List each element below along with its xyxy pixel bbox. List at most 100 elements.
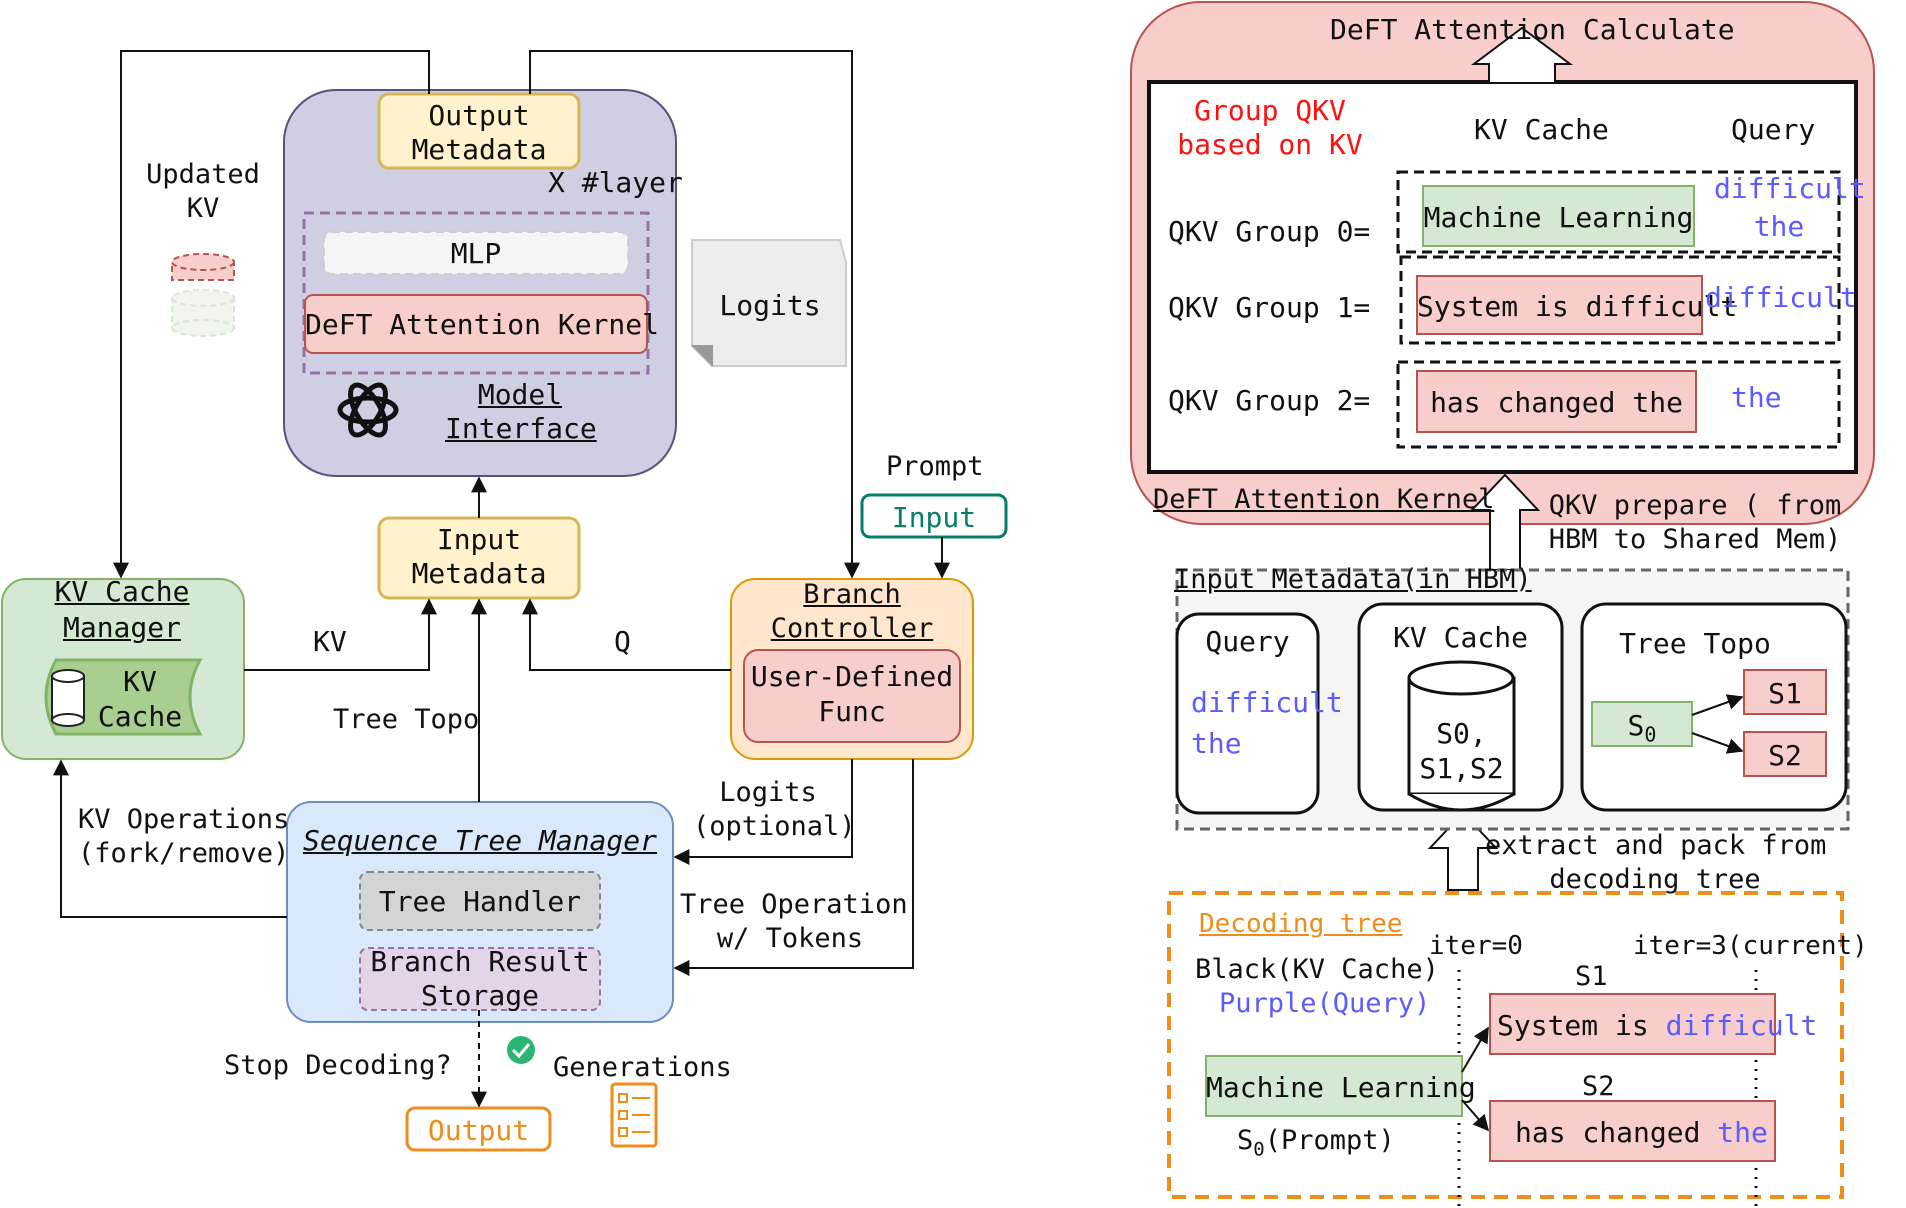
- topo-root-box: [1591, 701, 1693, 747]
- output-metadata-label: Output Metadata: [411, 99, 547, 166]
- group2-label: QKV Group 2=: [1168, 384, 1371, 417]
- tree-handler-label: Tree Handler: [378, 885, 582, 918]
- topo-s1-box: [1743, 669, 1827, 715]
- kv-cache-header: KV Cache: [1474, 113, 1609, 146]
- layer-count-label: X #layer: [548, 166, 683, 199]
- kv-operations-label: KV Operations (fork/remove): [78, 804, 290, 869]
- logits-doc-label: Logits: [719, 289, 821, 322]
- extract-pack-label: extract and pack from decoding tree: [1485, 830, 1827, 895]
- decoding-edges: [1461, 1026, 1490, 1132]
- group0-query-text: difficult the: [1714, 172, 1866, 243]
- model-interface-box: [283, 89, 677, 477]
- deft-kernel-box: [304, 294, 648, 354]
- group0-kv-box: [1422, 185, 1695, 247]
- updated-kv-label: Updated KV: [146, 159, 260, 224]
- topo-s2-label: S2: [1768, 739, 1802, 772]
- left-edges: [53, 50, 950, 1108]
- generations-label: Generations: [553, 1052, 732, 1083]
- query-card-title: Query: [1205, 625, 1290, 658]
- topo-s2-box: [1743, 731, 1827, 777]
- kv-cache-label: KV Cache: [97, 665, 183, 733]
- topo-edges: [1691, 694, 1744, 754]
- prompt-label: Prompt: [886, 451, 984, 482]
- s1-label: S1: [1575, 961, 1608, 992]
- tree-operation-label: Tree Operation w/ Tokens: [680, 889, 908, 954]
- decoding-tree-box: [1167, 891, 1844, 1199]
- kv-card-values: S0, S1,S2: [1419, 717, 1504, 785]
- database-icon: [51, 669, 85, 727]
- group0-kv-text: Machine Learning: [1423, 201, 1694, 234]
- purple-query-label: Purple(Query): [1219, 988, 1431, 1019]
- deft-kernel-label: DeFT Attention Kernel: [305, 308, 660, 341]
- tree-topo-edge-label: Tree Topo: [333, 704, 480, 735]
- output-button[interactable]: Output: [427, 1114, 530, 1147]
- tree-handler-box: [359, 871, 601, 931]
- q-edge-label: Q: [614, 625, 631, 658]
- mlp-label: MLP: [450, 237, 502, 270]
- kv-edge-label: KV: [313, 625, 347, 658]
- group2-kv-box: [1416, 370, 1697, 433]
- root-node-box: [1205, 1055, 1463, 1117]
- iter0-label: iter=0: [1429, 931, 1523, 961]
- check-circle-icon: [507, 1036, 535, 1064]
- s1-node-box: [1489, 993, 1776, 1055]
- mlp-box: [323, 231, 629, 275]
- sequence-tree-manager-label: Sequence Tree Manager: [302, 824, 657, 857]
- prompt-node-label: S0(Prompt): [1237, 1125, 1395, 1161]
- branch-storage-box: [359, 947, 601, 1011]
- kv-cylinder-icon: [1407, 660, 1516, 812]
- kv-card-title: KV Cache: [1393, 621, 1528, 654]
- group1-kv-text: System is difficult: [1417, 290, 1738, 323]
- input-button[interactable]: Input: [891, 501, 977, 534]
- user-defined-func-label: User-Defined Func: [750, 660, 954, 728]
- group0-dashed: [1396, 170, 1841, 254]
- iter3-label: iter=3(current): [1633, 931, 1868, 961]
- output-metadata-box: [377, 92, 581, 170]
- deft-attention-kernel-label: DeFT Attention Kernel: [1153, 484, 1495, 515]
- branch-storage-label: Branch Result Storage: [370, 945, 590, 1012]
- s1-node-text: System is difficult: [1497, 1009, 1818, 1042]
- stop-decoding-label: Stop Decoding?: [224, 1050, 452, 1081]
- s2-label: S2: [1582, 1071, 1615, 1102]
- user-defined-func-box: [743, 649, 961, 743]
- qkv-prepare-label: QKV prepare ( from HBM to Shared Mem): [1548, 490, 1842, 555]
- model-interface-label: Model Interface: [445, 378, 597, 445]
- query-card-values: difficult the: [1191, 686, 1343, 760]
- decoding-tree-label: Decoding tree: [1199, 909, 1403, 939]
- output-box: [405, 1106, 552, 1152]
- input-metadata-label: Input Metadata: [411, 523, 547, 590]
- group1-label: QKV Group 1=: [1168, 291, 1371, 324]
- layer-dashed-box: [302, 211, 650, 375]
- updated-kv-cylinder-icon: [171, 253, 235, 337]
- query-card: [1175, 612, 1320, 815]
- branch-controller-label: Branch Controller: [770, 579, 934, 644]
- black-kv-label: Black(KV Cache): [1195, 954, 1439, 985]
- root-node-text: Machine Learning: [1206, 1071, 1476, 1104]
- group2-dashed: [1396, 360, 1841, 449]
- group1-dashed: [1399, 255, 1841, 345]
- group-qkv-label: Group QKV based on KV: [1177, 94, 1363, 161]
- query-header: Query: [1731, 113, 1816, 146]
- group0-label: QKV Group 0=: [1168, 215, 1371, 248]
- kv-cache-manager-label: KV Cache Manager: [54, 575, 190, 644]
- s2-node-text: has changed the: [1515, 1116, 1768, 1149]
- logits-optional-label: Logits (optional): [693, 777, 856, 842]
- checklist-icon: [610, 1082, 658, 1148]
- up-arrow-prepare: [1469, 473, 1541, 571]
- group1-kv-box: [1416, 275, 1703, 335]
- deft-calc-title: DeFT Attention Calculate: [1330, 13, 1735, 46]
- document-icon: [691, 239, 847, 367]
- up-arrow-calc: [1471, 26, 1573, 82]
- group2-kv-text: has changed the: [1430, 386, 1683, 419]
- input-metadata-hbm-label: Input Metadata(in HBM): [1174, 564, 1532, 595]
- topo-root-label: S0: [1627, 709, 1657, 747]
- openai-logo-icon: [337, 382, 399, 438]
- topo-s1-label: S1: [1768, 677, 1802, 710]
- s2-node-box: [1489, 1100, 1776, 1162]
- tree-topo-title: Tree Topo: [1619, 627, 1771, 660]
- group1-query-text: difficult: [1705, 281, 1857, 314]
- input-button-box: [860, 493, 1008, 539]
- group2-query-text: the: [1731, 381, 1782, 414]
